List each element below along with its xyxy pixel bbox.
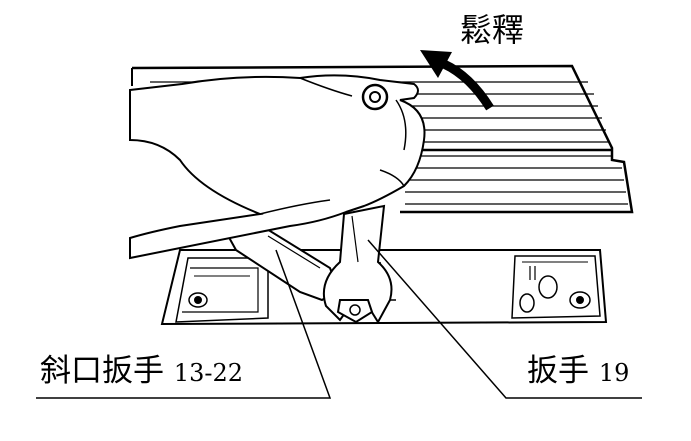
adjustable-wrench-name: 斜口扳手	[40, 353, 164, 389]
hand-drawing	[129, 74, 426, 260]
wrench-label: 扳手 19	[527, 356, 629, 387]
wrench-19-drawing	[322, 204, 393, 324]
wrench-size: 19	[598, 359, 630, 387]
leader-lines	[36, 239, 642, 399]
finned-unit	[131, 64, 634, 214]
loosen-arrow	[420, 50, 494, 111]
loosen-label: 鬆釋	[460, 11, 525, 49]
adjustable-wrench-label: 斜口扳手 13-22	[40, 356, 243, 387]
wrench-name: 扳手	[527, 353, 589, 389]
adjustable-wrench-size: 13-22	[173, 359, 244, 387]
